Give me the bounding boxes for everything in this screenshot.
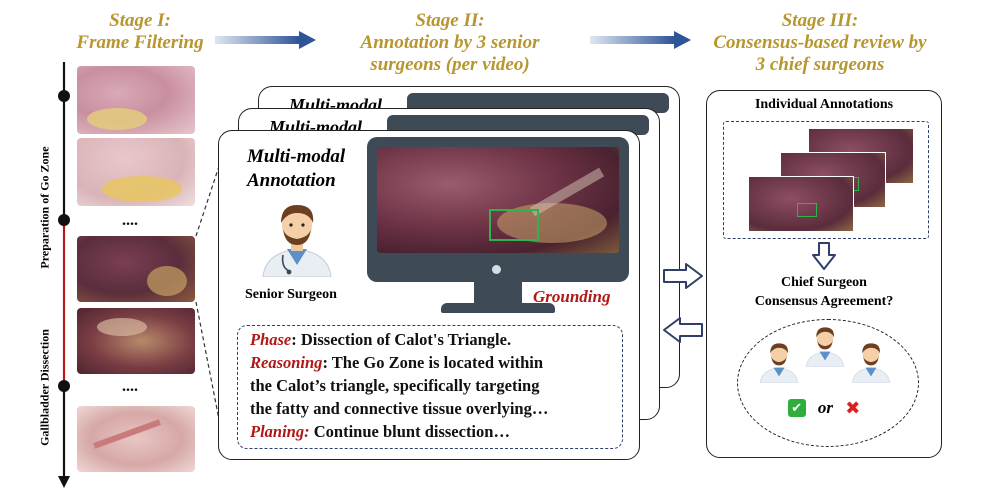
stage-3-title: Stage III: Consensus-based review by 3 c…	[690, 10, 950, 76]
timeline	[58, 62, 70, 488]
frame-ellipsis-2: ....	[122, 378, 138, 395]
senior-surgeon-label: Senior Surgeon	[245, 287, 337, 302]
stage-2-line2: Annotation by 3 senior	[360, 32, 540, 53]
review-panel: Individual Annotations Chief Surgeon Con…	[706, 90, 942, 458]
down-arrow	[812, 242, 836, 270]
frame-thumbnail-2	[77, 138, 195, 206]
monitor-screen	[377, 147, 619, 253]
frame-thumbnail-1	[77, 66, 195, 134]
stage-3-line2: Consensus-based review by	[713, 32, 927, 53]
grounding-box	[489, 209, 539, 241]
chief-surgeon-avatar-2	[806, 327, 844, 367]
stage-arrows	[215, 31, 691, 49]
frame-thumbnail-3	[77, 236, 195, 302]
reasoning-line-2: the Calot’s triangle, specifically targe…	[250, 376, 540, 395]
annotation-text-box: Phase: Dissection of Calot's Triangle. R…	[237, 325, 623, 449]
chief-surgeon-avatar-1	[760, 343, 798, 383]
reasoning-line-3: the fatty and connective tissue overlyin…	[250, 399, 549, 418]
stage-1-line2: Frame Filtering	[76, 32, 204, 53]
stage-3-line3: 3 chief surgeons	[755, 54, 885, 75]
monitor-base	[441, 303, 555, 313]
consensus-question: Chief Surgeon Consensus Agreement?	[707, 273, 941, 311]
annotation-card-title: Multi-modal Annotation	[247, 145, 345, 193]
phase-line: Phase: Dissection of Calot's Triangle.	[250, 330, 511, 350]
monitor-neck	[474, 282, 522, 304]
consensus-line1: Chief Surgeon	[781, 275, 867, 290]
or-label: or	[817, 398, 834, 418]
reasoning-line: Reasoning: The Go Zone is located within	[250, 353, 543, 373]
frame-thumbnail-4	[77, 308, 195, 374]
phase-key: Phase	[250, 330, 292, 349]
chief-surgeon-avatar-3	[852, 343, 890, 383]
stage-1-title: Stage I: Frame Filtering	[55, 10, 225, 54]
reasoning-key: Reasoning	[250, 353, 323, 372]
stage-2-line3: surgeons (per video)	[370, 54, 530, 75]
stage-1-to-2-arrow	[215, 31, 316, 49]
stage-3-line1: Stage III:	[781, 10, 859, 31]
stage-1-line1: Stage I:	[109, 10, 171, 31]
consensus-line2: Consensus Agreement?	[754, 294, 894, 309]
individual-annotations-label: Individual Annotations	[754, 97, 894, 112]
frame-ellipsis-1: ....	[122, 212, 138, 229]
phase-value: : Dissection of Calot's Triangle.	[291, 330, 512, 349]
feedback-arrows	[663, 263, 703, 343]
annotation-card-title-line2: Annotation	[247, 170, 336, 191]
monitor-power-dot	[492, 265, 501, 274]
individual-annotations-box	[723, 121, 929, 239]
stage-2-to-3-arrow	[590, 31, 691, 49]
check-icon: ✔	[787, 399, 806, 418]
stage-2-line1: Stage II:	[415, 10, 485, 31]
chief-surgeons-group	[737, 319, 919, 447]
cross-icon: ✖	[845, 397, 861, 418]
grounding-label: Grounding	[533, 287, 611, 306]
decision-row: ✔ or ✖	[707, 397, 941, 419]
monitor	[367, 137, 629, 282]
planing-line: Planing: Continue blunt dissection…	[250, 422, 510, 442]
planing-key: Planing:	[250, 422, 310, 441]
reasoning-value: : The Go Zone is located within	[322, 353, 544, 372]
planing-value: Continue blunt dissection…	[309, 422, 510, 441]
forward-arrow	[663, 263, 703, 289]
backward-arrow	[663, 317, 703, 343]
annotation-frame-1	[748, 176, 854, 232]
frame-thumbnail-5	[77, 406, 195, 472]
senior-surgeon-avatar	[262, 205, 332, 277]
stage-2-title: Stage II: Annotation by 3 senior surgeon…	[335, 10, 565, 76]
annotation-card-title-line1: Multi-modal	[247, 146, 346, 167]
annotation-card: Multi-modal Annotation Senior Surgeon Gr…	[218, 130, 640, 460]
